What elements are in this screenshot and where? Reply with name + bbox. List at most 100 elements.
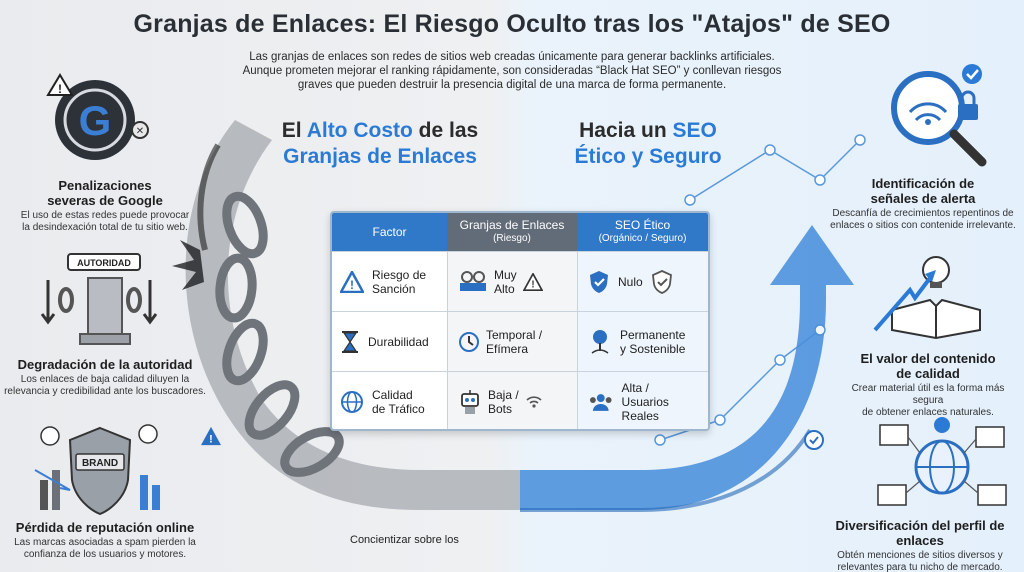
farm-value-1: Muy [494,267,517,282]
table-header: Factor Granjas de Enlaces(Riesgo) SEO Ét… [332,213,708,251]
robot-icon [461,389,479,414]
table-cell-farm: Temporal /Efímera [447,312,577,371]
table-header-ethical: SEO Ético(Orgánico / Seguro) [577,213,708,251]
globe-network-icon [877,417,1007,506]
autoridad-label: AUTORIDAD [77,258,131,268]
magnifier-alert-icon [891,64,987,167]
broken-pillar-icon: AUTORIDAD [40,253,158,345]
table-cell-seo: Alta /Usuarios Reales [577,372,708,429]
wifi-icon [526,395,542,408]
farm-value-2: Alto [494,281,515,296]
left-item-authority-desc-1: Los enlaces de baja calidad diluyen la [20,374,190,385]
section-title-costs-post: de las [412,119,479,142]
table-header-ethical-label: SEO Ético [614,218,671,232]
right-item-diversification: Diversificación del perfil de enlaces Ob… [816,518,1024,572]
right-item-diversification-desc-2: relevantes para tu nicho de mercado. [837,562,1003,572]
section-title-ethical: Hacia un SEO Ético y Seguro [548,118,748,170]
farm-value-1: Temporal / [486,327,543,342]
factor-label-2: Sanción [372,281,416,296]
section-title-ethical-highlight: SEO [672,119,717,142]
factor-label-2: de Tráfico [372,401,425,416]
svg-text:G: G [79,97,112,144]
chain-icon [215,191,344,477]
brand-label: BRAND [82,458,118,469]
svg-text:!: ! [58,82,62,96]
factor-label-1: Calidad [372,387,413,402]
table-header-factor: Factor [332,213,447,251]
left-item-authority: Degradación de la autoridad Los enlaces … [0,357,210,398]
comparison-table: Factor Granjas de Enlaces(Riesgo) SEO Ét… [330,211,710,431]
warning-icon: ! [201,426,221,445]
hourglass-icon [342,330,358,353]
table-cell-farm: Baja /Bots [447,372,577,429]
svg-text:✕: ✕ [136,126,144,137]
users-icon [589,393,612,411]
section-title-costs: El Alto Costo de las Granjas de Enlaces [270,118,490,170]
table-row: Durabilidad Temporal /Efímera Permanente… [332,311,708,371]
left-item-authority-title: Degradación de la autoridad [17,357,193,372]
left-item-reputation-title: Pérdida de reputación online [15,520,195,535]
right-item-alerts-desc-1: Descanfía de crecimientos repentinos de [832,208,1014,219]
farm-value-2: Bots [488,401,513,416]
factor-label-1: Riesgo de [372,267,427,282]
svg-text:!: ! [350,278,354,292]
left-item-reputation-desc-1: Las marcas asociadas a spam pierden la [14,537,196,548]
table-cell-factor: Durabilidad [332,312,447,371]
section-title-ethical-pre: Hacia un [579,119,673,142]
table-header-farms-label: Granjas de Enlaces [459,218,565,232]
left-item-penalties-title-2: severas de Google [47,193,163,208]
check-icon [804,430,824,450]
farm-value-2: Efímera [486,341,529,356]
page-title: Granjas de Enlaces: El Riesgo Oculto tra… [133,10,891,38]
seo-value-2: y Sostenible [620,341,686,356]
svg-text:!: ! [209,433,213,445]
bottom-caption: Concientizar sobre los [350,534,459,546]
warning-icon: ! [340,270,364,293]
intro-line-3: graves que pueden destruir la presencia … [297,79,727,91]
right-item-content-desc-1: Crear material útil es la forma más segu… [851,383,1005,406]
shield-check-icon [651,269,672,294]
table-header-ethical-sub: (Orgánico / Seguro) [598,233,687,244]
section-title-costs-highlight: Alto Costo [306,119,413,142]
right-item-alerts: Identificación de señales de alerta Desc… [828,176,1018,232]
left-item-authority-desc-2: relevancia y credibilidad ante los busca… [4,386,206,397]
tree-icon [591,329,609,354]
section-title-costs-pre: El [281,119,307,142]
warning-icon: ! [522,272,543,291]
left-item-penalties-desc-1: El uso de estas redes puede provocar [20,210,190,221]
shield-check-icon [590,270,608,293]
seo-value-1: Permanente [620,327,686,342]
seo-value-1: Alta / [621,380,649,395]
section-title-costs-line2: Granjas de Enlaces [283,145,477,168]
clock-icon [459,331,479,352]
left-item-reputation: Pérdida de reputación online Las marcas … [0,520,210,561]
table-header-farms: Granjas de Enlaces(Riesgo) [447,213,577,251]
left-item-penalties-title-1: Penalizaciones [58,178,152,193]
factor-label-1: Durabilidad [368,334,429,349]
svg-text:!: ! [531,279,534,290]
right-item-content-title-2: de calidad [896,366,960,381]
right-item-diversification-title: Diversificación del perfil de enlaces [835,518,1005,548]
right-item-content-title-1: El valor del contenido [860,351,996,366]
brand-shield-icon: BRAND [34,424,160,516]
intro-text: Las granjas de enlaces son redes de siti… [210,50,814,92]
right-item-diversification-desc-1: Obtén menciones de sitios diversos y [837,550,1003,561]
right-item-alerts-desc-2: enlaces o sitios con contenide irrelevan… [830,220,1016,231]
table-header-factor-label: Factor [372,224,407,239]
right-item-content: El valor del contenido de calidad Crear … [838,351,1018,419]
table-header-farms-sub: (Riesgo) [493,233,531,244]
left-item-reputation-desc-2: confianza de los usuarios y motores. [23,549,187,560]
book-lightbulb-icon [873,256,981,340]
left-item-penalties: Penalizaciones severas de Google El uso … [10,178,200,234]
section-title-ethical-line2: Ético y Seguro [574,145,722,168]
left-item-penalties-desc-2: la desindexación total de tu sitio web. [22,222,188,233]
right-item-alerts-title-1: Identificación de [871,176,975,191]
table-cell-seo: Nulo [577,252,708,311]
farm-value-1: Baja / [488,387,519,402]
intro-line-2: Aunque prometen mejorar el ranking rápid… [242,65,782,77]
